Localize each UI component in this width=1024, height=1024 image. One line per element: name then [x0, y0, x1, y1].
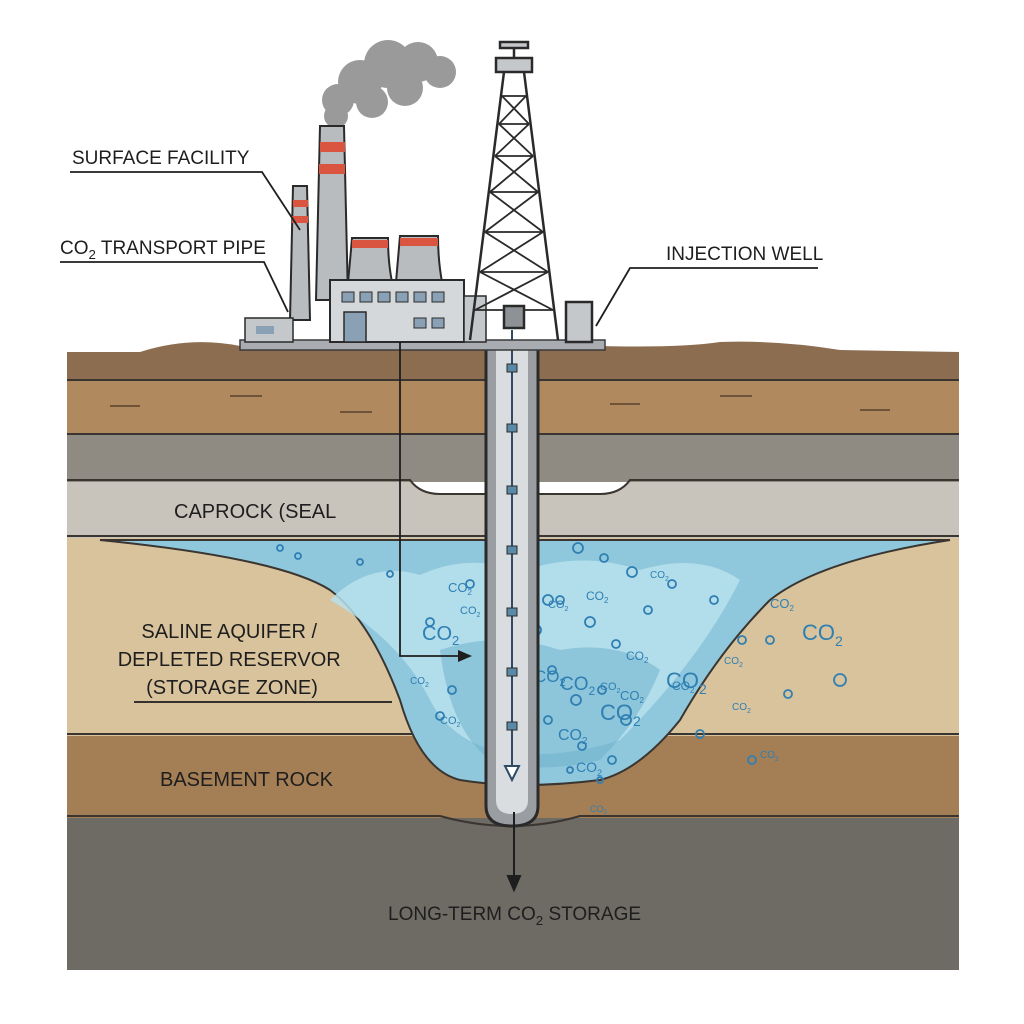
co2-tag: CO2 [620, 688, 645, 705]
small-chimney-stripe-2 [292, 216, 308, 223]
co2-bubble [737, 635, 747, 645]
label-injection-well: INJECTION WELL [666, 244, 823, 265]
co2-bubble [596, 776, 604, 784]
co2-tag: CO2 [760, 750, 779, 763]
cooling-tower-2-band [400, 238, 438, 246]
long-term-arrow [506, 812, 522, 893]
label-caprock: CAPROCK (SEAL [174, 501, 336, 523]
co2-bubble [555, 595, 565, 605]
co2-bubble [386, 570, 394, 578]
transport-pipe-arrowhead [458, 650, 472, 662]
co2-tag: CO2 [650, 570, 669, 583]
leader-injection-well [595, 267, 818, 327]
co2-bubble [667, 579, 677, 589]
co2-bubble [695, 729, 705, 739]
crown-block [494, 56, 534, 74]
transport-pipe-line [399, 342, 462, 657]
tall-chimney-stripe-1 [320, 142, 345, 152]
co2-bubble [620, 714, 632, 726]
derrick [468, 40, 594, 344]
co2-tag: CO2 [558, 727, 588, 747]
co2-bubble [747, 755, 757, 765]
co2-bubble [577, 741, 587, 751]
co2-bubble [294, 552, 302, 560]
co2-bubble [276, 544, 284, 552]
co2-tag: CO2 [560, 674, 596, 698]
co2-tag: CO2 [600, 681, 621, 695]
injection-well-bore [484, 330, 540, 828]
side-annex-window [256, 326, 274, 334]
co2-tag: CO2 [590, 804, 608, 816]
co2-bubble [783, 689, 793, 699]
co2-bubble [765, 635, 775, 645]
co2-tag: CO2 [448, 580, 473, 597]
co2-tag: CO2 [548, 599, 569, 613]
co2-tag: CO2 [626, 649, 649, 665]
tall-chimney [314, 125, 350, 301]
injection-packers [506, 363, 518, 731]
co2-bubble [611, 639, 621, 649]
label-storage-zone: SALINE AQUIFER / DEPLETED RESERVOR (STOR… [118, 621, 347, 699]
co2-bubble [543, 715, 553, 725]
tall-chimney-stripe-2 [319, 164, 345, 174]
co2-tag: CO2 [534, 667, 566, 689]
co2-tag: CO2 [440, 715, 461, 729]
small-chimney-stripe-1 [293, 200, 308, 207]
co2-tag: CO2 [422, 623, 459, 648]
co2-tag: CO2 [410, 676, 429, 689]
co2-bubble [597, 685, 607, 695]
injection-down-arrow [503, 765, 521, 783]
co2-tag: CO2 [732, 702, 751, 715]
label-long-term-storage: LONG-TERM CO2 STORAGE [388, 904, 641, 928]
leader-surface-facility [70, 171, 301, 231]
surface-facility [244, 40, 487, 343]
building-windows [341, 291, 445, 329]
label-transport-pipe: CO2 TRANSPORT PIPE [60, 238, 266, 262]
co2-bubble [465, 579, 475, 589]
label-basement-rock: BASEMENT ROCK [160, 769, 334, 791]
co2-tag: CO2 [672, 679, 695, 695]
co2-bubble [626, 566, 638, 578]
label-surface-facility: SURFACE FACILITY [72, 148, 250, 169]
co2-bubble [447, 685, 457, 695]
smoke-plume [322, 40, 456, 128]
co2-bubble [435, 711, 445, 721]
co2-tag: CO2 [724, 656, 743, 669]
wellhead [502, 304, 526, 330]
building-door [343, 311, 367, 343]
co2-bubble [709, 595, 719, 605]
co2-tag: CO2 [460, 605, 481, 619]
co2-bubble [572, 542, 584, 554]
co2-bubble [425, 617, 435, 627]
co2-tag: CO2 [586, 589, 609, 605]
co2-tag: CO2 [770, 596, 795, 613]
leader-lines [60, 171, 818, 703]
co2-bubble [542, 594, 554, 606]
co2-bubbles [276, 542, 847, 784]
co2-bubble [833, 673, 847, 687]
co2-tag: CO2 [576, 759, 602, 778]
co2-bubble [356, 558, 364, 566]
co2-bubble [584, 616, 596, 628]
wellhead-shed [564, 300, 594, 344]
co2-bubble [570, 694, 582, 706]
co2-bubble [643, 605, 653, 615]
leader-transport-pipe [60, 261, 289, 313]
co2-tags: CO2CO2CO2CO2CO2CO2CO2CO2CO2CO2CO2CO2CO2C… [410, 570, 843, 816]
soil-texture [110, 395, 890, 413]
co2-tag: CO2 [666, 668, 707, 697]
co2-bubble [547, 665, 557, 675]
co2-bubble [566, 766, 574, 774]
co2-bubble [607, 755, 617, 765]
derrick-legs [468, 71, 560, 341]
co2-tag: CO2 [600, 700, 641, 729]
cooling-tower-1-band [352, 240, 388, 248]
co2-bubble [599, 553, 609, 563]
co2-tag: CO2 [802, 620, 843, 649]
